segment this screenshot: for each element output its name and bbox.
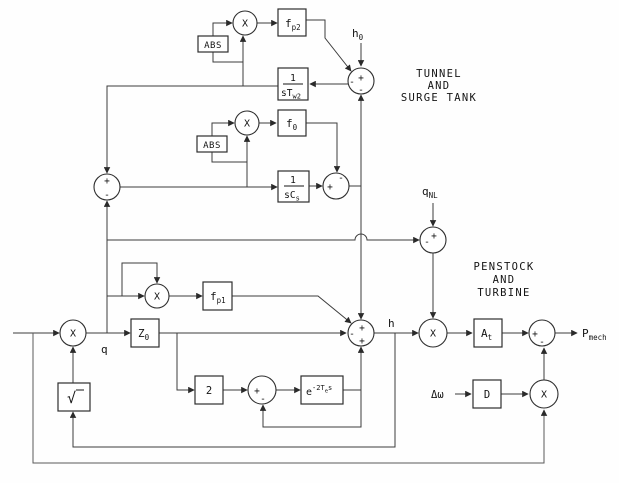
sum-head bbox=[347, 319, 375, 347]
wire-gate-bottom-loop bbox=[32, 333, 548, 464]
label-f0: f0 bbox=[286, 117, 298, 132]
block-damping-d bbox=[472, 379, 502, 409]
sum-tunnel-flow bbox=[93, 173, 121, 201]
sum-sign: + bbox=[254, 386, 260, 397]
multiply-icon: X bbox=[154, 292, 160, 303]
label-fp2: fp2 bbox=[285, 17, 301, 32]
wire-h-to-sqrt bbox=[69, 333, 396, 448]
wire-tw2-out-to-left-sum bbox=[103, 85, 278, 174]
wire-abs1-input bbox=[212, 52, 243, 63]
sum-sign: + bbox=[359, 323, 365, 334]
sum-sign: - bbox=[358, 85, 364, 96]
sum-sign: + bbox=[431, 231, 437, 242]
sum-sign: - bbox=[349, 77, 355, 88]
wire-abs1-to-mult1 bbox=[212, 19, 233, 36]
sum-sign: + bbox=[358, 73, 364, 84]
label-qnl: qNL bbox=[422, 185, 438, 200]
sum-sign: + bbox=[327, 182, 333, 193]
label-two: 2 bbox=[206, 385, 212, 397]
label-cs-den: sCs bbox=[284, 190, 300, 203]
sum-sign: - bbox=[260, 394, 266, 405]
block-f0 bbox=[277, 109, 307, 137]
section-penstock-line2: AND bbox=[493, 274, 516, 286]
label-z0: Z0 bbox=[138, 327, 150, 342]
sum-surge-tank bbox=[322, 172, 350, 200]
block-fp1 bbox=[202, 281, 233, 311]
label-delta-omega: Δω bbox=[431, 389, 444, 401]
multiplier-orifice-friction bbox=[234, 110, 260, 136]
multiply-icon: X bbox=[242, 19, 248, 30]
wire-fp2-to-tunnel-sum bbox=[306, 19, 352, 72]
wire-branch-to-two bbox=[176, 333, 195, 394]
block-wave-delay bbox=[300, 375, 344, 405]
section-tunnel-line1: TUNNEL bbox=[416, 68, 462, 80]
multiplier-gate-flow bbox=[59, 319, 87, 347]
wire-exp-feedback bbox=[259, 390, 362, 428]
label-fp1: fp1 bbox=[210, 290, 226, 305]
sum-sign: + bbox=[104, 176, 110, 187]
block-abs-tunnel bbox=[197, 35, 229, 53]
block-two bbox=[194, 375, 224, 405]
wire-exp-to-head-sum bbox=[343, 346, 365, 391]
block-at bbox=[473, 318, 503, 348]
label-tw2-num: 1 bbox=[290, 73, 296, 84]
section-penstock-line1: PENSTOCK bbox=[474, 261, 535, 273]
sqrt-icon: √ bbox=[67, 389, 76, 407]
block-z0 bbox=[130, 318, 160, 348]
section-tunnel-line3: SURGE TANK bbox=[401, 92, 477, 104]
sum-tunnel bbox=[347, 67, 375, 95]
sum-wave-loop bbox=[247, 375, 277, 405]
label-cs-num: 1 bbox=[290, 175, 296, 186]
sum-sign: + bbox=[532, 329, 538, 340]
multiply-icon: X bbox=[541, 390, 547, 401]
wire-abs2-input bbox=[211, 152, 247, 163]
sum-mech-power bbox=[528, 319, 556, 347]
label-pmech: Pmech bbox=[582, 327, 607, 342]
label-h: h bbox=[388, 317, 395, 330]
multiply-icon: X bbox=[430, 329, 436, 340]
block-abs-surge bbox=[196, 135, 228, 153]
label-abs-tunnel: ABS bbox=[204, 41, 222, 51]
sum-no-load-flow bbox=[419, 226, 447, 254]
sum-sign: - bbox=[424, 237, 430, 248]
section-penstock-line3: TURBINE bbox=[477, 287, 530, 299]
label-q: q bbox=[101, 343, 108, 356]
multiply-icon: X bbox=[70, 329, 76, 340]
sum-sign: - bbox=[349, 329, 355, 340]
wire-f0-to-surge-sum bbox=[306, 122, 341, 173]
label-abs-surge: ABS bbox=[203, 141, 221, 151]
block-sqrt bbox=[57, 382, 91, 412]
label-wave-delay: e-2Tes bbox=[306, 384, 332, 398]
wire-multsq-self-loop bbox=[121, 262, 161, 296]
section-tunnel-line2: AND bbox=[428, 80, 451, 92]
label-tw2-den: sTw2 bbox=[281, 88, 301, 101]
wire-q-to-qnl-sum bbox=[107, 233, 420, 244]
wire-abs2-to-mult2 bbox=[211, 119, 235, 136]
sum-sign: - bbox=[104, 190, 110, 201]
sum-sign: - bbox=[338, 173, 344, 184]
multiply-icon: X bbox=[244, 119, 250, 130]
block-fp2 bbox=[277, 8, 307, 37]
multiplier-power bbox=[418, 318, 448, 348]
multiplier-q-squared bbox=[144, 283, 170, 309]
label-h0: h0 bbox=[352, 27, 364, 42]
multiplier-damping bbox=[529, 379, 559, 409]
label-at: At bbox=[481, 327, 492, 342]
label-damping-d: D bbox=[484, 389, 490, 401]
sum-sign: - bbox=[539, 337, 545, 348]
multiplier-tunnel-friction bbox=[232, 10, 258, 36]
sum-sign: + bbox=[359, 336, 365, 347]
wire-fp1-to-head-sum bbox=[232, 295, 352, 324]
